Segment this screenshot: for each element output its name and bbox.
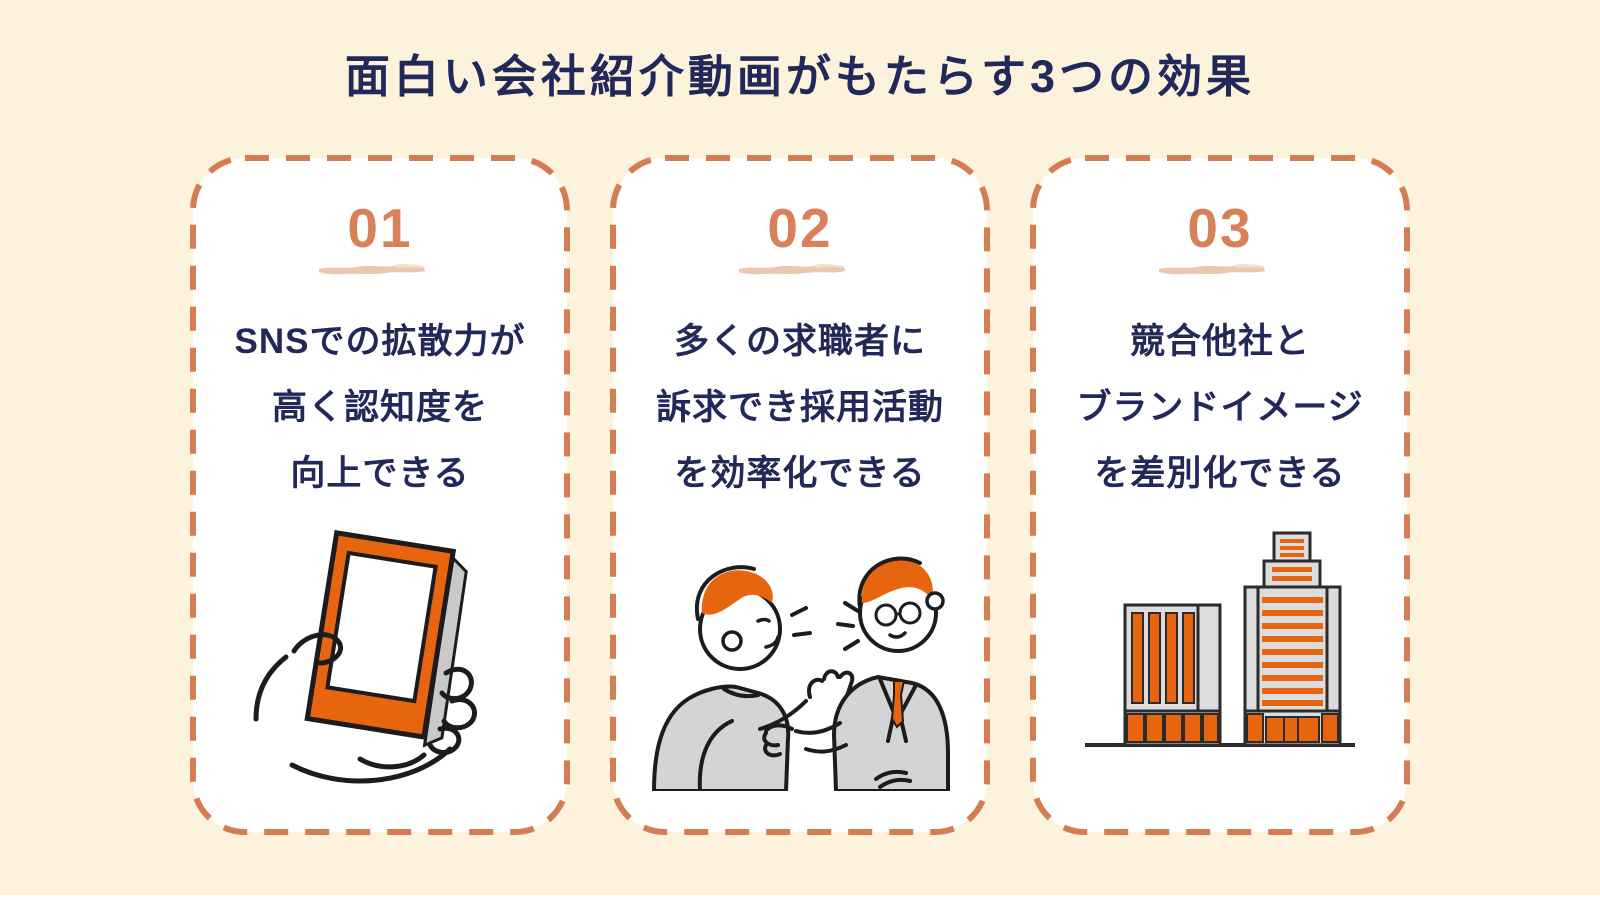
card-3-illustration xyxy=(1070,525,1370,755)
card-1-text: SNSでの拡散力が 高く認知度を 向上できる xyxy=(235,309,526,506)
card-1-line-2: 高く認知度を xyxy=(271,387,488,427)
dashed-card-border xyxy=(610,155,990,835)
brush-underline-icon xyxy=(1159,264,1265,275)
card-3-content: 03 競合他社と ブランドイメージ を差別化できる xyxy=(1030,155,1410,835)
card-1-line-1: SNSでの拡散力が xyxy=(234,322,526,361)
card-2-number: 02 xyxy=(767,197,833,259)
brush-underline-icon xyxy=(319,264,425,275)
card-3-line-2: ブランドイメージ xyxy=(1076,387,1364,427)
card-1-illustration xyxy=(240,523,520,791)
card-1-content: 01 SNSでの拡散力が 高く認知度を 向上できる xyxy=(190,155,570,835)
card-1-number: 01 xyxy=(347,197,413,259)
effect-card-1: 01 SNSでの拡散力が 高く認知度を 向上できる xyxy=(190,155,570,835)
card-2-text: 多くの求職者に 訴求でき採用活動 を効率化できる xyxy=(656,309,944,506)
card-2-line-2: 訴求でき採用活動 xyxy=(655,387,944,427)
two-people-talking-icon xyxy=(651,556,950,793)
card-2-line-1: 多くの求職者に xyxy=(673,322,926,361)
card-2-line-3: を効率化できる xyxy=(674,453,926,493)
office-buildings-icon xyxy=(1085,531,1355,747)
brush-underline-icon xyxy=(739,264,845,275)
effect-card-3: 03 競合他社と ブランドイメージ を差別化できる xyxy=(1030,155,1410,835)
page-title: 面白い会社紹介動画がもたらす3つの効果 xyxy=(344,51,1256,102)
card-3-line-1: 競合他社と xyxy=(1129,322,1310,361)
card-2-illustration xyxy=(640,529,960,793)
card-3-line-3: を差別化できる xyxy=(1094,453,1346,493)
card-2-content: 02 多くの求職者に 訴求でき採用活動 を効率化できる xyxy=(610,155,990,835)
bottom-white-strip xyxy=(0,895,1600,900)
smartphone-in-hand-icon xyxy=(253,530,477,784)
effects-card-row: 01 SNSでの拡散力が 高く認知度を 向上できる xyxy=(0,155,1600,835)
card-3-number: 03 xyxy=(1187,197,1253,259)
card-3-text: 競合他社と ブランドイメージ を差別化できる xyxy=(1076,309,1363,506)
dashed-card-border xyxy=(190,155,570,835)
card-1-line-3: 向上できる xyxy=(290,453,470,493)
effect-card-2: 02 多くの求職者に 訴求でき採用活動 を効率化できる xyxy=(610,155,990,835)
